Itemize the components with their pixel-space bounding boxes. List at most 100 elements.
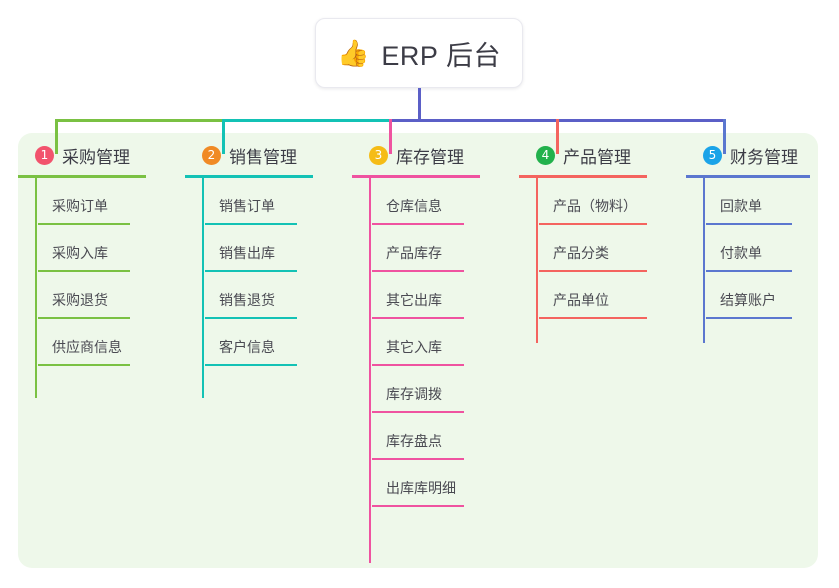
- list-item[interactable]: 仓库信息: [372, 178, 480, 225]
- connector-bar-green: [55, 119, 224, 122]
- list-item[interactable]: 客户信息: [205, 319, 313, 366]
- column-spine-1: [35, 178, 37, 398]
- list-item-label: 仓库信息: [386, 198, 442, 214]
- column-badge-3: 3: [369, 145, 388, 165]
- list-item-label: 出库库明细: [386, 480, 456, 496]
- list-item-underline: [38, 270, 130, 272]
- connector-drop-2: [222, 119, 225, 154]
- connector-drop-5: [723, 119, 726, 154]
- column-items-1: 采购订单采购入库采购退货供应商信息: [18, 178, 146, 398]
- column-underline-5: [686, 175, 810, 178]
- column-underline-1: [18, 175, 146, 178]
- column-underline-2: [185, 175, 313, 178]
- column-header-3[interactable]: 3 库存管理: [352, 142, 480, 168]
- list-item-label: 结算账户: [720, 292, 776, 308]
- list-item-label: 销售出库: [219, 245, 275, 261]
- list-item-label: 其它入库: [386, 339, 442, 355]
- list-item[interactable]: 库存盘点: [372, 413, 480, 460]
- list-item-label: 销售订单: [219, 198, 275, 214]
- list-item-label: 采购订单: [52, 198, 108, 214]
- connector-drop-1: [55, 119, 58, 154]
- list-item-label: 产品库存: [386, 245, 442, 261]
- root-node[interactable]: 👍 ERP 后台: [315, 18, 523, 88]
- list-item-underline: [372, 223, 464, 225]
- column-underline-4: [519, 175, 647, 178]
- list-item-underline: [38, 223, 130, 225]
- list-item[interactable]: 产品库存: [372, 225, 480, 272]
- list-item[interactable]: 出库库明细: [372, 460, 480, 507]
- column-spine-5: [703, 178, 705, 343]
- list-item[interactable]: 其它入库: [372, 319, 480, 366]
- list-item-label: 产品单位: [553, 292, 609, 308]
- list-item[interactable]: 回款单: [706, 178, 810, 225]
- column-title-5: 财务管理: [730, 147, 798, 167]
- list-item-label: 产品分类: [553, 245, 609, 261]
- list-item[interactable]: 产品单位: [539, 272, 647, 319]
- column-title-4: 产品管理: [563, 147, 631, 167]
- list-item-underline: [372, 458, 464, 460]
- list-item-label: 客户信息: [219, 339, 275, 355]
- list-item[interactable]: 付款单: [706, 225, 810, 272]
- column-items-3: 仓库信息产品库存其它出库其它入库库存调拨库存盘点出库库明细: [352, 178, 480, 563]
- column-items-4: 产品（物料） 产品分类产品单位: [519, 178, 647, 343]
- column-badge-4: 4: [536, 145, 555, 165]
- list-item[interactable]: 销售订单: [205, 178, 313, 225]
- list-item-underline: [38, 317, 130, 319]
- column-1: 1 采购管理采购订单采购入库采购退货供应商信息: [18, 142, 146, 398]
- list-item-label: 回款单: [720, 198, 762, 214]
- column-title-3: 库存管理: [396, 147, 464, 167]
- list-item-underline: [706, 317, 792, 319]
- column-title-1: 采购管理: [62, 147, 130, 167]
- list-item-label: 其它出库: [386, 292, 442, 308]
- list-item-label: 库存盘点: [386, 433, 442, 449]
- root-title: ERP 后台: [381, 40, 501, 71]
- list-item-label: 产品（物料）: [553, 198, 637, 214]
- column-items-5: 回款单付款单结算账户: [686, 178, 810, 343]
- list-item-underline: [539, 317, 647, 319]
- list-item-underline: [38, 364, 130, 366]
- list-item-label: 库存调拨: [386, 386, 442, 402]
- list-item[interactable]: 采购退货: [38, 272, 146, 319]
- column-badge-2: 2: [202, 145, 221, 165]
- column-items-2: 销售订单销售出库销售退货客户信息: [185, 178, 313, 398]
- column-4: 4 产品管理产品（物料） 产品分类产品单位: [519, 142, 647, 343]
- list-item-label: 供应商信息: [52, 339, 122, 355]
- list-item[interactable]: 产品分类: [539, 225, 647, 272]
- list-item-underline: [205, 270, 297, 272]
- list-item-underline: [539, 270, 647, 272]
- column-badge-1: 1: [35, 145, 54, 165]
- root-node-content: 👍 ERP 后台: [337, 34, 501, 73]
- list-item-underline: [205, 317, 297, 319]
- list-item[interactable]: 销售出库: [205, 225, 313, 272]
- list-item[interactable]: 产品（物料）: [539, 178, 647, 225]
- list-item-label: 采购入库: [52, 245, 108, 261]
- list-item-underline: [372, 317, 464, 319]
- column-header-5[interactable]: 5 财务管理: [686, 142, 810, 168]
- list-item-underline: [706, 270, 792, 272]
- list-item[interactable]: 销售退货: [205, 272, 313, 319]
- list-item[interactable]: 库存调拨: [372, 366, 480, 413]
- list-item[interactable]: 采购入库: [38, 225, 146, 272]
- list-item[interactable]: 采购订单: [38, 178, 146, 225]
- list-item-underline: [372, 364, 464, 366]
- column-spine-3: [369, 178, 371, 563]
- connector-drop-4: [556, 119, 559, 154]
- list-item[interactable]: 供应商信息: [38, 319, 146, 366]
- column-5: 5 财务管理回款单付款单结算账户: [686, 142, 810, 343]
- column-spine-4: [536, 178, 538, 343]
- thumbs-up-icon: 👍: [337, 38, 370, 68]
- list-item-label: 付款单: [720, 245, 762, 261]
- content-panel: [18, 133, 818, 568]
- column-header-1[interactable]: 1 采购管理: [18, 142, 146, 168]
- list-item-underline: [372, 411, 464, 413]
- connector-drop-3: [389, 119, 392, 154]
- column-header-4[interactable]: 4 产品管理: [519, 142, 647, 168]
- list-item-label: 采购退货: [52, 292, 108, 308]
- list-item-underline: [205, 223, 297, 225]
- column-badge-5: 5: [703, 145, 722, 165]
- list-item[interactable]: 结算账户: [706, 272, 810, 319]
- list-item[interactable]: 其它出库: [372, 272, 480, 319]
